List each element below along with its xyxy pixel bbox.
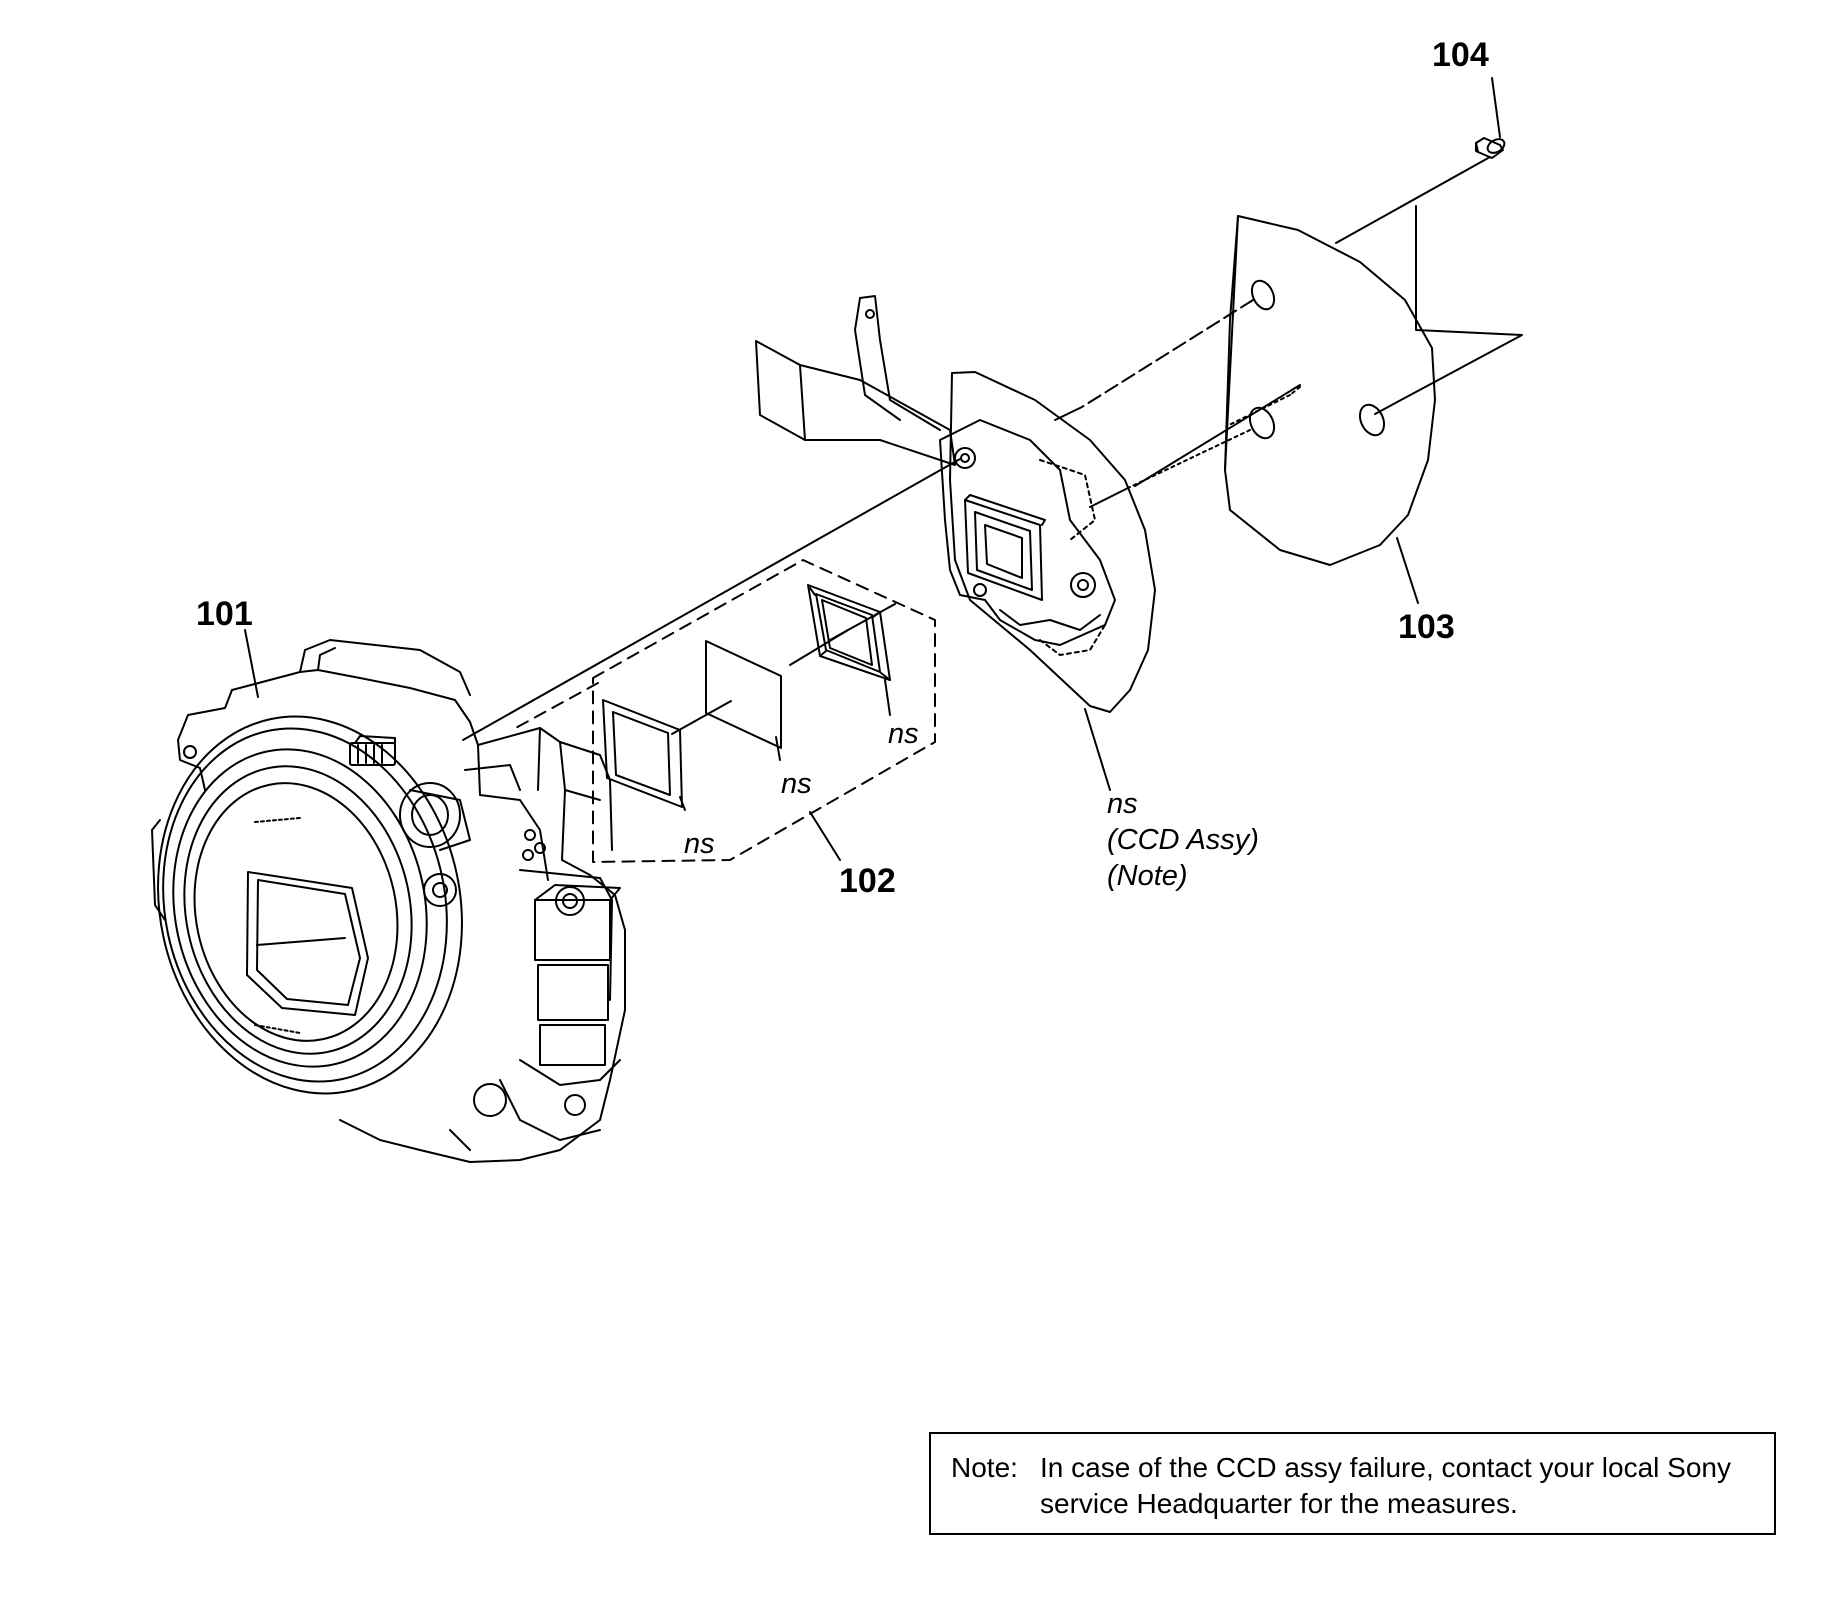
note-text-line-2: service Headquarter for the measures. [1040,1488,1518,1519]
ns-label-filter-frame: ns [684,828,715,860]
filter-package-part [592,559,936,863]
ccd-assy-label: ns (CCD Assy) (Note) [1107,786,1259,894]
note-label: Note: [951,1452,1018,1483]
ccd-assy-part [755,295,1156,713]
ns-label-ccd: ns [1107,788,1138,820]
note-text-line-1: In case of the CCD assy failure, contact… [1040,1452,1731,1483]
callout-103: 103 [1398,608,1455,646]
note-reference: (Note) [1107,860,1188,892]
ccd-assy-text: (CCD Assy) [1107,824,1259,856]
callout-104: 104 [1432,36,1489,74]
ns-label-filter: ns [781,768,812,800]
assembly-lines [244,77,1523,861]
plate-part [1224,215,1436,566]
note-box: Note: In case of the CCD assy failure, c… [929,1432,1776,1535]
ns-label-rubber: ns [888,718,919,750]
lens-block-part [151,639,626,1163]
screw-part [1475,137,1506,159]
callout-102: 102 [839,862,896,900]
callout-101: 101 [196,595,253,633]
